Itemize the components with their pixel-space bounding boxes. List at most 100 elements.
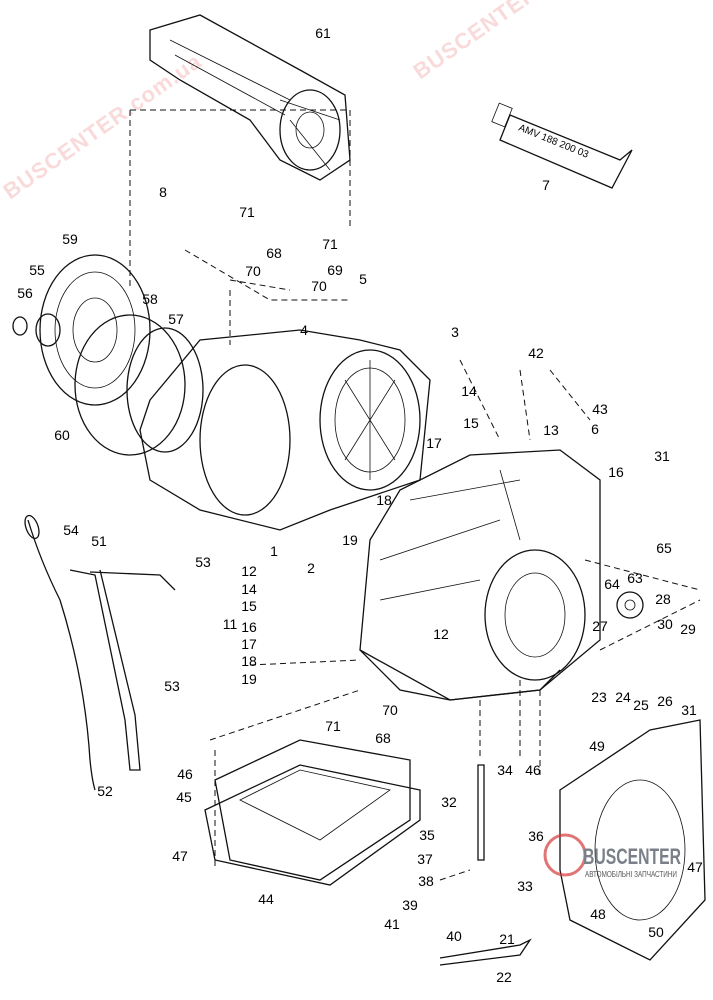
callout-68: 68 [375, 730, 391, 746]
callout-68: 68 [266, 245, 282, 261]
callout-42: 42 [528, 345, 544, 361]
callout-60: 60 [54, 427, 70, 443]
callout-70: 70 [382, 702, 398, 718]
callout-15: 15 [463, 415, 479, 431]
watermark: BUSCENTER.com.ua [409, 0, 617, 84]
callout-40: 40 [446, 928, 462, 944]
callout-27: 27 [592, 618, 608, 634]
callout-8: 8 [159, 184, 167, 200]
callout-13: 13 [543, 422, 559, 438]
callout-45: 45 [176, 789, 192, 805]
callout-34: 34 [497, 762, 513, 778]
callout-71: 71 [325, 718, 341, 734]
callout-69: 69 [327, 262, 343, 278]
callout-14: 14 [461, 383, 477, 399]
callout-48: 48 [590, 906, 606, 922]
callout-28: 28 [655, 591, 671, 607]
callout-39: 39 [402, 897, 418, 913]
part-58-o-ring [74, 314, 186, 456]
callout-57: 57 [168, 311, 184, 327]
callout-47: 47 [172, 848, 188, 864]
callout-47: 47 [687, 859, 703, 875]
callout-19: 19 [342, 532, 358, 548]
tube-label: AMV 188 200 03 [517, 123, 591, 161]
callout-5: 5 [359, 271, 367, 287]
callout-24: 24 [615, 689, 631, 705]
watermark: BUSCENTER.com.ua [0, 48, 206, 204]
callout-53: 53 [195, 554, 211, 570]
callout-70: 70 [245, 263, 261, 279]
callout-55: 55 [29, 262, 45, 278]
callout-17: 17 [241, 636, 257, 652]
callout-52: 52 [97, 783, 113, 799]
callout-4: 4 [300, 322, 308, 338]
callout-46: 46 [177, 766, 193, 782]
callout-29: 29 [680, 621, 696, 637]
callout-61: 61 [315, 25, 331, 41]
callout-32: 32 [441, 794, 457, 810]
part-49-side-cover [559, 719, 706, 961]
callout-70: 70 [311, 278, 327, 294]
callout-65: 65 [656, 540, 672, 556]
callout-43: 43 [592, 401, 608, 417]
part-21-lever [439, 938, 532, 966]
part-44-oil-pan [204, 739, 421, 886]
logo-text: BUSCENTER [583, 844, 681, 869]
callout-51: 51 [91, 533, 107, 549]
callout-38: 38 [418, 873, 434, 889]
callout-16: 16 [608, 464, 624, 480]
callout-63: 63 [627, 570, 643, 586]
callout-12: 12 [241, 563, 257, 579]
callout-53: 53 [164, 678, 180, 694]
callout-30: 30 [657, 616, 673, 632]
part-28-gear [616, 591, 644, 619]
callout-33: 33 [517, 878, 533, 894]
callout-49: 49 [589, 738, 605, 754]
callout-64: 64 [604, 576, 620, 592]
callout-18: 18 [376, 492, 392, 508]
part-11-transmission-housing [359, 449, 601, 701]
part-51-filler-tube [69, 569, 141, 771]
callout-41: 41 [384, 916, 400, 932]
callout-31: 31 [654, 448, 670, 464]
buscenter-logo: BUSCENTER АВТОМОБІЛЬНІ ЗАПЧАСТИНИ [543, 833, 681, 879]
callout-46: 46 [525, 762, 541, 778]
part-32-selector-shaft [477, 764, 485, 861]
callout-21: 21 [499, 931, 515, 947]
callout-19: 19 [241, 671, 257, 687]
callout-12: 12 [433, 626, 449, 642]
part-55-torque-converter [12, 254, 151, 406]
callout-36: 36 [528, 828, 544, 844]
callout-18: 18 [241, 653, 257, 669]
callout-26: 26 [657, 693, 673, 709]
callout-58: 58 [142, 291, 158, 307]
callout-37: 37 [417, 851, 433, 867]
callout-56: 56 [17, 285, 33, 301]
callout-6: 6 [591, 421, 599, 437]
callout-59: 59 [62, 231, 78, 247]
callout-25: 25 [633, 697, 649, 713]
callout-17: 17 [426, 435, 442, 451]
callout-2: 2 [307, 560, 315, 576]
part-7-sealant-tube: AMV 188 200 03 [491, 102, 633, 189]
logo-subtitle: АВТОМОБІЛЬНІ ЗАПЧАСТИНИ [585, 870, 677, 879]
callout-11: 11 [223, 616, 238, 632]
callout-22: 22 [496, 969, 512, 985]
callout-44: 44 [258, 891, 274, 907]
callout-71: 71 [322, 236, 338, 252]
callout-16: 16 [241, 619, 257, 635]
callout-3: 3 [451, 324, 459, 340]
callout-71: 71 [239, 204, 255, 220]
callout-31: 31 [681, 702, 697, 718]
callout-1: 1 [270, 543, 278, 559]
callout-15: 15 [241, 598, 257, 614]
callout-7: 7 [542, 177, 550, 193]
callout-14: 14 [241, 581, 257, 597]
callout-54: 54 [63, 522, 79, 538]
part-57-gasket [126, 327, 204, 453]
part-54-dipstick [27, 519, 96, 791]
callout-23: 23 [591, 689, 607, 705]
